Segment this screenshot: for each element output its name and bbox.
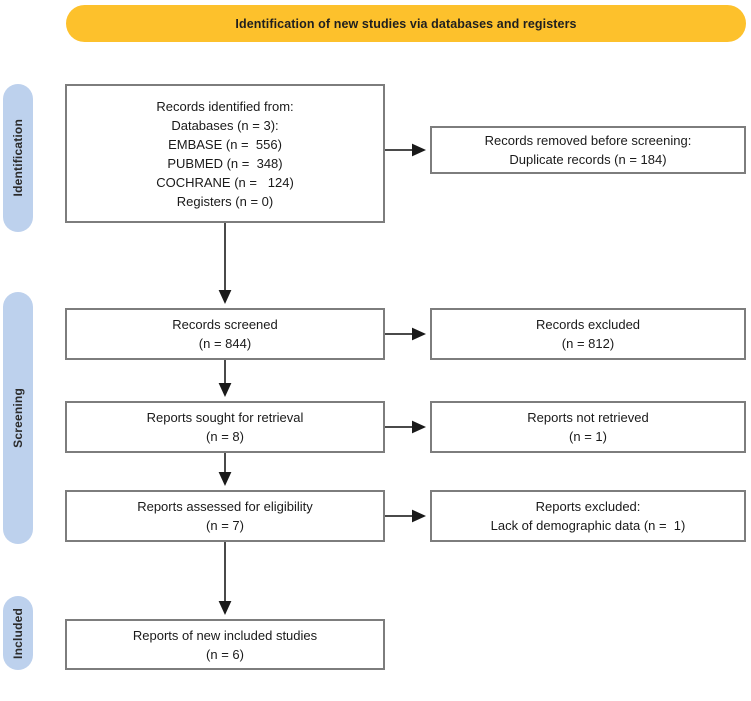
box-line: (n = 844) bbox=[198, 336, 252, 351]
stage-label-screening: Screening bbox=[11, 388, 25, 448]
box-line: Reports sought for retrieval bbox=[146, 410, 304, 425]
header-title: Identification of new studies via databa… bbox=[235, 16, 577, 31]
box-line: Lack of demographic data (n = 1) bbox=[490, 518, 686, 533]
box-line: Registers (n = 0) bbox=[176, 193, 274, 209]
box-records-identified: Records identified from: Databases (n = … bbox=[65, 84, 385, 223]
stage-tab-screening: Screening bbox=[3, 292, 33, 544]
box-line: Reports of new included studies bbox=[132, 627, 318, 643]
box-reports-excluded-lack-of-demographic-data: Reports excluded: Lack of demographic da… bbox=[430, 490, 746, 542]
box-line: Reports excluded: bbox=[535, 499, 641, 514]
box-reports-of-new-included-studies: Reports of new included studies (n = 6) bbox=[65, 619, 385, 670]
box-line: Databases (n = 3): bbox=[171, 117, 279, 133]
box-line: Records screened bbox=[172, 317, 278, 332]
box-records-screened: Records screened (n = 844) bbox=[65, 308, 385, 360]
stage-tab-included: Included bbox=[3, 596, 33, 670]
box-line: (n = 1) bbox=[569, 429, 607, 444]
box-line: Records removed before screening: bbox=[484, 133, 692, 148]
box-line: Records identified from: bbox=[156, 98, 294, 114]
box-reports-not-retrieved: Reports not retrieved (n = 1) bbox=[430, 401, 746, 453]
box-records-removed-before-screening: Records removed before screening: Duplic… bbox=[430, 126, 746, 174]
box-line: Duplicate records (n = 184) bbox=[509, 152, 667, 167]
box-line: PUBMED (n = 348) bbox=[167, 155, 283, 171]
stage-label-included: Included bbox=[11, 607, 25, 659]
stage-label-identification: Identification bbox=[11, 119, 25, 197]
box-records-excluded: Records excluded (n = 812) bbox=[430, 308, 746, 360]
box-line: (n = 6) bbox=[206, 646, 244, 662]
box-line: (n = 812) bbox=[561, 336, 615, 351]
box-line: (n = 8) bbox=[206, 429, 244, 444]
box-reports-assessed-for-eligibility: Reports assessed for eligibility (n = 7) bbox=[65, 490, 385, 542]
box-line: COCHRANE (n = 124) bbox=[156, 174, 294, 190]
box-line: Records excluded bbox=[535, 317, 641, 332]
box-line: Reports not retrieved bbox=[527, 410, 649, 425]
stage-tab-identification: Identification bbox=[3, 84, 33, 232]
box-line: EMBASE (n = 556) bbox=[168, 136, 282, 152]
header-banner: Identification of new studies via databa… bbox=[66, 5, 746, 42]
box-line: (n = 7) bbox=[206, 518, 244, 533]
box-reports-sought-for-retrieval: Reports sought for retrieval (n = 8) bbox=[65, 401, 385, 453]
box-line: Reports assessed for eligibility bbox=[137, 499, 313, 514]
